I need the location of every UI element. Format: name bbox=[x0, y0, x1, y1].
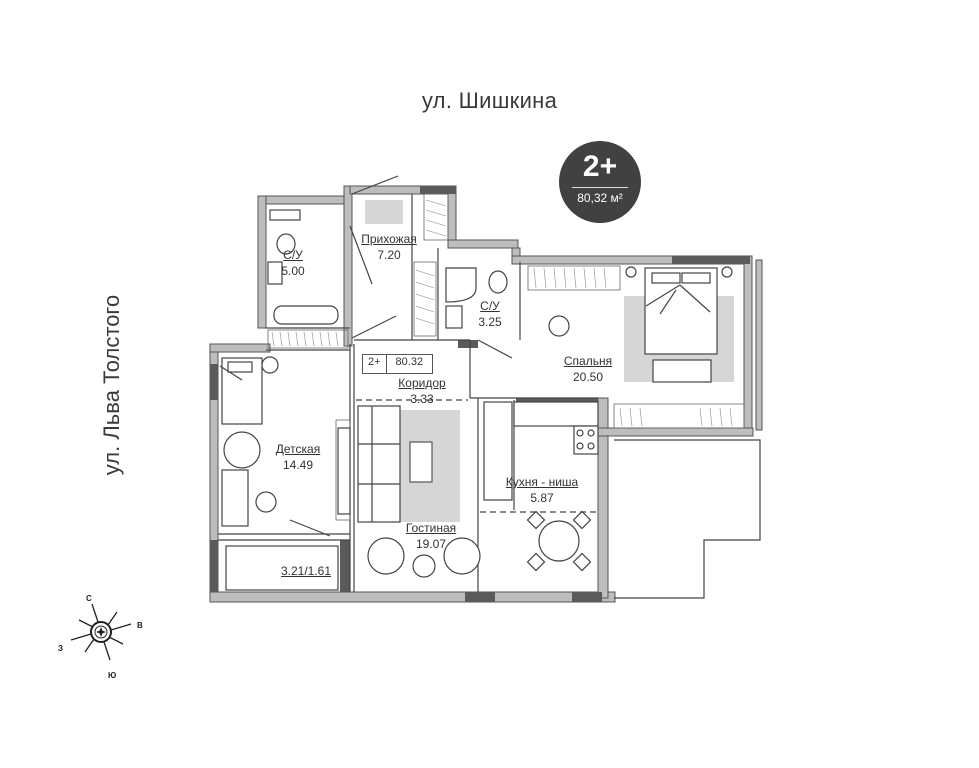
badge-rooms: 2+ bbox=[582, 150, 618, 183]
badge-divider bbox=[572, 187, 628, 188]
compass-east-label: В bbox=[137, 621, 143, 630]
room-bedroom: Спальня 20.50 bbox=[563, 354, 613, 384]
apartment-tag-type: 2+ bbox=[368, 356, 381, 368]
room-balcony: 3.21/1.61 bbox=[280, 564, 332, 578]
room-living: Гостиная 19.07 bbox=[405, 521, 457, 551]
street-label-top: ул. Шишкина bbox=[421, 88, 558, 113]
room-hallway: Прихожая 7.20 bbox=[361, 232, 417, 262]
apartment-tag-area: 80.32 bbox=[385, 355, 433, 373]
apartment-tag: 2+ 80.32 bbox=[362, 354, 434, 374]
room-bathroom-2: С/У 3.25 bbox=[478, 299, 502, 329]
room-bathroom-1: С/У 5.00 bbox=[281, 248, 305, 278]
badge-area: 80,32 м² bbox=[577, 191, 623, 205]
compass-west-label: З bbox=[58, 644, 64, 653]
apartment-badge: 2+ 80,32 м² bbox=[559, 141, 641, 223]
compass-south-label: Ю bbox=[108, 671, 117, 680]
compass-north-label: С bbox=[86, 594, 92, 603]
room-kids: Детская 14.49 bbox=[275, 442, 321, 472]
room-corridor: Коридор 3.33 bbox=[398, 376, 446, 406]
room-kitchen-niche: Кухня - ниша 5.87 bbox=[505, 475, 579, 505]
compass-icon bbox=[70, 603, 132, 661]
